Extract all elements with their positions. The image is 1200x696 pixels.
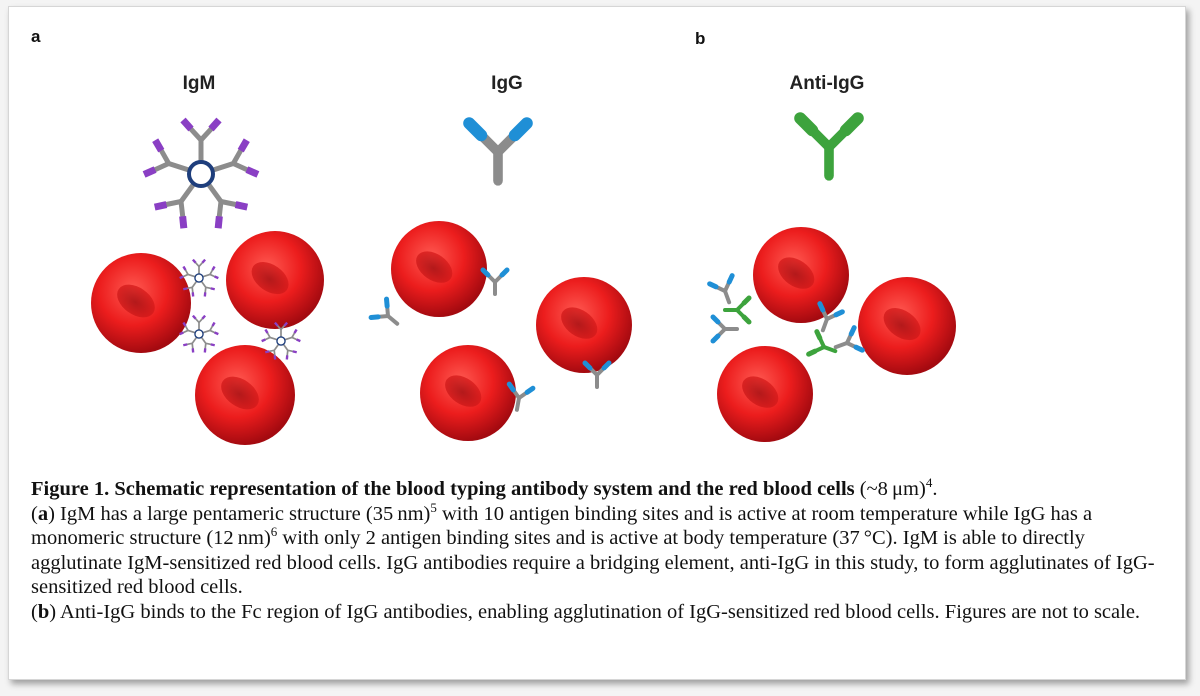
caption-part-b: (b) Anti-IgG binds to the Fc region of I… bbox=[31, 600, 1141, 623]
figure-illustration bbox=[91, 112, 956, 445]
red-blood-cell bbox=[536, 277, 632, 373]
anti-igg-label: Anti-IgG bbox=[789, 73, 865, 94]
caption-a-letter: a bbox=[37, 502, 49, 525]
igm-label: IgM bbox=[182, 73, 216, 94]
caption-ref-4: 4 bbox=[925, 475, 933, 491]
caption-a-text-3: with only 2 antigen binding sites and is… bbox=[31, 527, 1155, 598]
red-blood-cell bbox=[858, 277, 956, 375]
igg-antibody bbox=[506, 381, 536, 412]
igg-antibody bbox=[833, 325, 865, 353]
antibody-molecules bbox=[142, 112, 865, 412]
igg-label: IgG bbox=[491, 73, 523, 94]
igg-antibody bbox=[710, 314, 739, 344]
igg-antibody bbox=[817, 301, 845, 333]
figure-frame: a b IgM IgG Anti-IgG Figure 1. Schematic… bbox=[8, 6, 1186, 680]
panel-a-label: a bbox=[31, 27, 41, 46]
red-blood-cell bbox=[717, 346, 813, 442]
anti-igg-antibody bbox=[723, 295, 752, 325]
figure-caption: Figure 1. Schematic representation of th… bbox=[31, 475, 1181, 624]
caption-part-a: (a) IgM has a large pentameric structure… bbox=[31, 499, 1155, 598]
igg-antibody bbox=[582, 360, 612, 389]
igg-antibody bbox=[707, 273, 735, 305]
igm-pentamer bbox=[261, 321, 301, 360]
red-blood-cell bbox=[91, 253, 191, 353]
caption-a-text-2: with 10 antigen binding sites and is act… bbox=[31, 502, 1093, 550]
anti-igg-antibody bbox=[806, 329, 838, 357]
panel-b-label: b bbox=[695, 29, 706, 48]
igg-antibody-icon bbox=[463, 117, 533, 186]
red-blood-cells bbox=[91, 221, 956, 445]
caption-title-line: Figure 1. Schematic representation of th… bbox=[31, 475, 1181, 502]
red-blood-cell bbox=[195, 345, 295, 445]
caption-title-end: . bbox=[932, 478, 938, 500]
caption-b-letter: b bbox=[37, 600, 50, 623]
caption-a-text-1: IgM has a large pentameric structure (35… bbox=[54, 502, 431, 525]
red-blood-cell bbox=[753, 227, 849, 323]
caption-b-text: Anti-IgG binds to the Fc region of IgG a… bbox=[56, 600, 1141, 623]
red-blood-cell bbox=[226, 231, 324, 329]
red-blood-cell bbox=[391, 221, 487, 317]
igg-antibody bbox=[368, 296, 400, 326]
caption-title-size: (~8 μm) bbox=[859, 478, 926, 500]
caption-ref-5: 5 bbox=[430, 499, 437, 515]
igm-pentamer bbox=[179, 314, 219, 353]
igm-pentamer-icon bbox=[142, 117, 260, 229]
igm-pentamer bbox=[179, 258, 219, 297]
igg-antibody bbox=[480, 267, 510, 296]
caption-title: Figure 1. Schematic representation of th… bbox=[31, 478, 855, 500]
caption-ref-6: 6 bbox=[270, 524, 278, 540]
anti-igg-antibody-icon bbox=[794, 112, 864, 181]
red-blood-cell bbox=[420, 345, 516, 441]
